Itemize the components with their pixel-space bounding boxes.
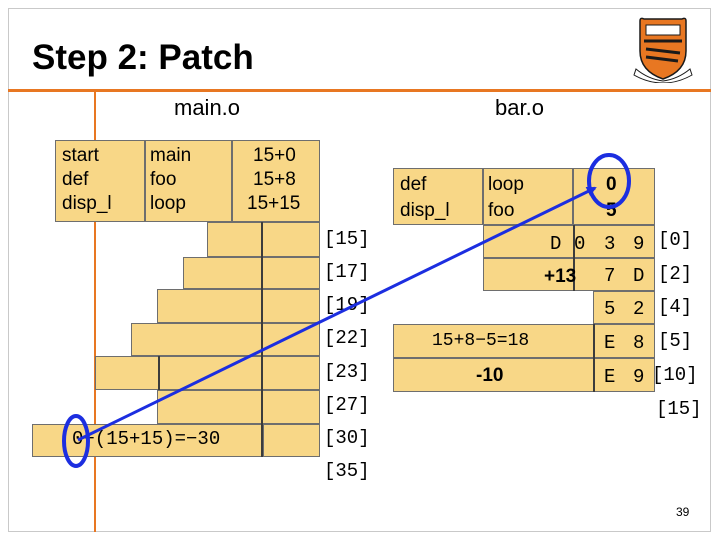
bar-symbol-table-col1: def disp_l: [393, 168, 483, 225]
offset-label: [10]: [652, 364, 698, 386]
byte-value: E: [604, 332, 616, 354]
divider: [261, 289, 263, 323]
address-label: [27]: [324, 394, 370, 416]
bar-code-block: [593, 291, 655, 324]
table-cell: def: [62, 169, 89, 190]
table-cell: 5: [606, 200, 617, 221]
divider: [261, 222, 263, 257]
address-label: [30]: [324, 427, 370, 449]
bar-code-block: [393, 358, 655, 392]
page-number: 39: [676, 505, 690, 519]
address-label: [22]: [324, 327, 370, 349]
slide-title: Step 2: Patch: [32, 38, 254, 77]
code-block: [183, 257, 320, 289]
divider: [261, 390, 263, 424]
byte-value: 9: [633, 233, 645, 255]
address-label: [23]: [324, 361, 370, 383]
address-label: [15]: [324, 228, 370, 250]
byte-value: 2: [633, 298, 645, 320]
divider: [261, 424, 263, 457]
divider: [158, 356, 160, 390]
byte-value: 0: [574, 233, 586, 255]
table-cell: 15+0: [253, 145, 296, 166]
bar-o-header: bar.o: [495, 95, 544, 120]
divider: [261, 323, 263, 356]
bar-code-block: [393, 324, 655, 358]
table-cell: main: [150, 145, 192, 166]
main-symbol-table-col3: 15+0 15+8 15+15: [232, 140, 320, 222]
divider: [261, 356, 263, 390]
table-cell: 0: [606, 174, 617, 195]
table-cell: loop: [488, 174, 524, 195]
princeton-shield-icon: [633, 17, 693, 83]
patch-expression-2: -10: [476, 365, 504, 386]
byte-value: 9: [633, 366, 645, 388]
byte-value: +13: [544, 266, 577, 287]
byte-value: 8: [633, 332, 645, 354]
bar-symbol-table-col3: 0 5: [573, 168, 655, 225]
divider: [573, 225, 575, 258]
table-cell: disp_l: [62, 193, 112, 214]
main-symbol-table-col2: main foo loop: [145, 140, 232, 222]
patch-arrow: [77, 186, 597, 442]
offset-label: [4]: [658, 296, 693, 318]
table-cell: 15+15: [247, 193, 301, 214]
divider: [593, 358, 595, 392]
byte-value: D: [550, 233, 562, 255]
table-cell: disp_l: [400, 200, 450, 221]
bar-code-block: [483, 258, 655, 291]
title-bar: [8, 8, 711, 92]
code-block: [157, 390, 320, 424]
table-cell: loop: [150, 193, 186, 214]
divider: [261, 257, 263, 289]
byte-value: 5: [604, 298, 616, 320]
highlight-oval-target: [587, 153, 631, 209]
code-block: [95, 356, 320, 390]
divider: [573, 258, 575, 291]
byte-value: 3: [604, 233, 616, 255]
code-block: [263, 424, 320, 457]
byte-value: D: [633, 265, 645, 287]
highlight-oval-patch: [62, 414, 90, 468]
offset-label: [15]: [656, 398, 702, 420]
table-cell: 15+8: [253, 169, 296, 190]
address-label: [17]: [324, 261, 370, 283]
bar-code-block: [483, 225, 655, 258]
main-symbol-table-col1: start def disp_l: [55, 140, 145, 222]
table-cell: foo: [150, 169, 177, 190]
table-cell: start: [62, 145, 99, 166]
patch-block: [32, 424, 263, 457]
address-label: [19]: [324, 294, 370, 316]
accent-line: [94, 91, 96, 532]
code-block: [131, 323, 320, 356]
patch-expression: 0−(15+15)=−30: [72, 428, 221, 450]
byte-value: E: [604, 366, 616, 388]
offset-label: [5]: [658, 330, 693, 352]
patch-expression-1: 15+8−5=18: [432, 331, 530, 351]
main-o-header: main.o: [174, 95, 241, 120]
table-cell: foo: [488, 200, 515, 221]
code-block: [157, 289, 320, 323]
byte-value: 7: [604, 265, 616, 287]
divider: [593, 324, 595, 358]
slide-frame: [8, 8, 711, 532]
table-cell: def: [400, 174, 427, 195]
offset-label: [2]: [658, 263, 693, 285]
bar-symbol-table-col2: loop foo: [483, 168, 573, 225]
offset-label: [0]: [658, 229, 693, 251]
address-label: [35]: [324, 460, 370, 482]
code-block: [207, 222, 320, 257]
